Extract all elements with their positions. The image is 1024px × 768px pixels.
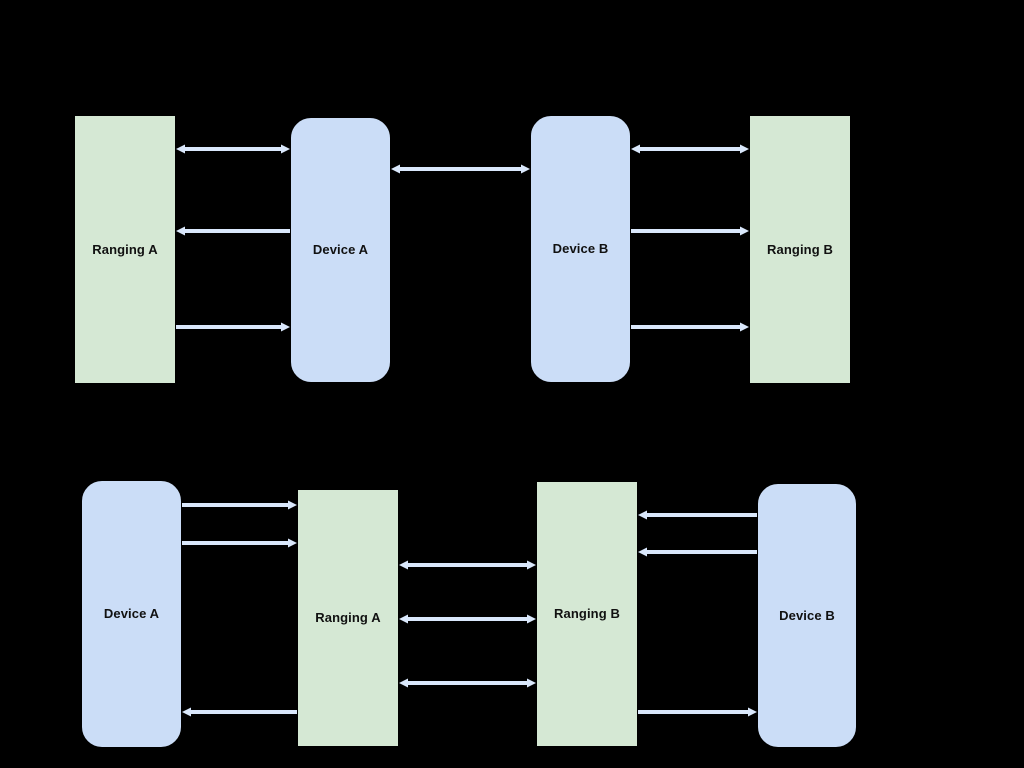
node-top-ranging-b[interactable]: Ranging B: [750, 116, 850, 383]
node-label: Ranging A: [315, 610, 381, 626]
arrow-both: [399, 558, 536, 572]
node-label: Ranging B: [554, 606, 620, 622]
arrow-right: [638, 705, 757, 719]
node-label: Ranging A: [92, 241, 158, 257]
arrow-left: [182, 705, 297, 719]
node-label: Device B: [779, 607, 835, 623]
node-top-device-b[interactable]: Device B: [531, 116, 630, 382]
arrow-left: [638, 508, 757, 522]
node-label: Device A: [312, 242, 369, 258]
arrow-both: [399, 612, 536, 626]
node-bot-ranging-a[interactable]: Ranging A: [298, 490, 398, 746]
node-label: Device B: [552, 241, 609, 257]
node-bot-device-a[interactable]: Device A: [82, 481, 181, 747]
arrow-left: [638, 545, 757, 559]
arrow-right: [182, 536, 297, 550]
node-top-device-a[interactable]: Device A: [291, 118, 390, 382]
node-top-ranging-a[interactable]: Ranging A: [75, 116, 175, 383]
node-label: Device A: [103, 606, 160, 622]
node-bot-ranging-b[interactable]: Ranging B: [537, 482, 637, 746]
node-bot-device-b[interactable]: Device B: [758, 484, 856, 747]
node-label: Ranging B: [767, 241, 833, 257]
arrow-both: [399, 676, 536, 690]
arrow-right: [182, 498, 297, 512]
